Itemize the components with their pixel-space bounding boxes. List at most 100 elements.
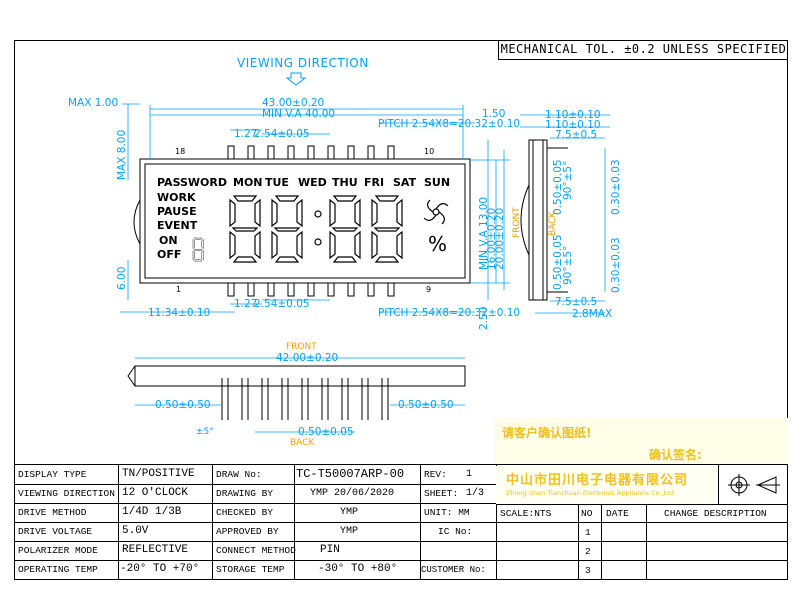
ic-no-label: IC No: bbox=[438, 526, 473, 537]
drive-voltage-label: DRIVE VOLTAGE bbox=[18, 526, 93, 537]
rev-value: 1 bbox=[466, 469, 473, 480]
checked-by-label: CHECKED BY bbox=[216, 507, 274, 518]
lcd-mon: MON bbox=[233, 176, 263, 189]
bottom-front-label: FRONT bbox=[286, 342, 317, 352]
dim-1134: 11.34±0.10 bbox=[148, 307, 211, 319]
no-header: NO bbox=[581, 508, 593, 519]
dim-side-030-b: 0.30±0.03 bbox=[610, 237, 622, 293]
draw-no-value: TC-T50007ARP-00 bbox=[296, 467, 405, 481]
drive-method-label: DRIVE METHOD bbox=[18, 507, 87, 518]
lcd-pause: PAUSE bbox=[157, 205, 197, 218]
display-type-value: TN/POSITIVE bbox=[122, 468, 195, 480]
dim-width-43: 43.00±0.20 bbox=[262, 97, 325, 109]
dim-bottom-050-right: 0.50±0.50 bbox=[398, 399, 454, 411]
operating-temp-value: -20° TO +70° bbox=[120, 563, 200, 575]
change-row-1: 1 bbox=[585, 527, 591, 538]
dim-side-75-a: 7.5±0.5 bbox=[555, 129, 598, 141]
dim-height-20: 20.00±0.20 bbox=[494, 207, 506, 270]
pin-9-label: 9 bbox=[426, 285, 432, 294]
connect-method-value: PIN bbox=[320, 544, 340, 556]
bottom-back-label: BACK bbox=[290, 438, 315, 448]
unit-label: UNIT: MM bbox=[424, 507, 470, 518]
checked-by-value: YMP bbox=[340, 507, 359, 518]
operating-temp-label: OPERATING TEMP bbox=[18, 564, 98, 575]
dim-max-8: MAX 8.00 bbox=[116, 129, 128, 180]
tolerance-note: MECHANICAL TOL. ±0.2 UNLESS SPECIFIED bbox=[498, 40, 788, 60]
dim-pitch-127-bottom: 1.27 bbox=[234, 298, 258, 310]
tb-top bbox=[14, 464, 788, 465]
dim-side-90-b: 90°±5° bbox=[562, 245, 574, 285]
dim-side-110-a: 1.10±0.10 bbox=[545, 109, 601, 121]
projection-symbol-icon bbox=[728, 474, 780, 496]
storage-temp-label: STORAGE TEMP bbox=[216, 564, 285, 575]
confirm-line1: 请客户确认图纸! bbox=[502, 426, 592, 440]
draw-no-label: DRAW No: bbox=[216, 469, 262, 480]
change-row-2: 2 bbox=[585, 546, 591, 557]
dim-min-va-40: MIN V.A 40.00 bbox=[262, 108, 336, 120]
connect-method-label: CONNECT METHOD bbox=[216, 545, 296, 556]
viewing-direction-value: 12 O'CLOCK bbox=[122, 487, 189, 499]
sheet-value: 1/3 bbox=[466, 488, 485, 499]
lcd-work: WORK bbox=[157, 191, 196, 204]
polarizer-value: REFLECTIVE bbox=[122, 544, 189, 556]
lcd-thu: THU bbox=[332, 176, 358, 189]
dim-side-110-b: 1.10±0.10 bbox=[545, 119, 601, 131]
lcd-sun: SUN bbox=[424, 176, 451, 189]
dim-6: 6.00 bbox=[116, 266, 128, 290]
company-name-cn: 中山市田川电子电器有限公司 bbox=[506, 473, 689, 488]
polarizer-label: POLARIZER MODE bbox=[18, 545, 98, 556]
approved-by-label: APPROVED BY bbox=[216, 526, 279, 537]
dim-150: 1.50 bbox=[482, 108, 506, 120]
drive-method-value: 1/4D 1/3B bbox=[122, 506, 182, 518]
drawing-by-label: DRAWING BY bbox=[216, 488, 274, 499]
lcd-sat: SAT bbox=[393, 176, 417, 189]
dim-pitch-top: PITCH 2.54X8=20.32±0.10 bbox=[378, 118, 521, 130]
lcd-wed: WED bbox=[298, 176, 327, 189]
viewing-direction-label: VIEWING DIRECTION bbox=[18, 488, 115, 499]
dim-max-1: MAX 1.00 bbox=[68, 97, 119, 109]
dim-bottom-42: 42.00±0.20 bbox=[276, 352, 339, 364]
lcd-on: ON bbox=[159, 234, 178, 247]
dim-bottom-050-left: 0.50±0.50 bbox=[155, 399, 211, 411]
dim-bottom-5deg: ±5° bbox=[196, 427, 214, 437]
confirm-line2: 确认签名: bbox=[649, 448, 702, 462]
change-description-header: CHANGE DESCRIPTION bbox=[664, 508, 767, 519]
pin-10-label: 10 bbox=[424, 147, 435, 156]
lcd-off: OFF bbox=[157, 248, 182, 261]
company-name-en: Zhong Shan Tianchuan Electronic Applianc… bbox=[506, 489, 676, 497]
change-row-3: 3 bbox=[585, 565, 591, 576]
dim-side-28: 2.8MAX bbox=[572, 308, 613, 320]
dim-pin-254-top: 2.54±0.05 bbox=[254, 128, 310, 140]
storage-temp-value: -30° TO +80° bbox=[318, 563, 398, 575]
approved-by-value: YMP bbox=[340, 526, 359, 537]
dim-pitch-bottom: PITCH 2.54X8=20.32±0.10 bbox=[378, 307, 521, 319]
dim-bottom-pin: 0.50±0.05 bbox=[298, 426, 354, 438]
dim-pitch-127-top: 1.27 bbox=[234, 128, 258, 140]
display-type-label: DISPLAY TYPE bbox=[18, 469, 87, 480]
scale-label: SCALE:NTS bbox=[500, 508, 552, 519]
lcd-tue: TUE bbox=[265, 176, 289, 189]
sheet-label: SHEET: bbox=[424, 488, 459, 499]
customer-no-label: CUSTOMER No: bbox=[421, 565, 486, 575]
dim-250: 2.50 bbox=[478, 306, 490, 330]
drive-voltage-value: 5.0V bbox=[122, 525, 149, 537]
dim-side-75-b: 7.5±0.5 bbox=[555, 296, 598, 308]
company-block: 中山市田川电子电器有限公司 Zhong Shan Tianchuan Elect… bbox=[496, 466, 718, 504]
customer-confirm-box bbox=[494, 418, 788, 464]
date-header: DATE bbox=[606, 508, 629, 519]
side-back-label: BACK bbox=[548, 211, 558, 236]
dim-pin-254-bottom: 2.54±0.05 bbox=[254, 298, 310, 310]
lcd-fri: FRI bbox=[364, 176, 385, 189]
viewing-direction-label: VIEWING DIRECTION bbox=[237, 56, 369, 70]
pin-18-label: 18 bbox=[175, 147, 186, 156]
lcd-percent: % bbox=[428, 232, 448, 256]
lcd-password: PASSWORD bbox=[157, 176, 228, 189]
rev-label: REV: bbox=[424, 469, 447, 480]
drawing-frame bbox=[14, 40, 788, 580]
drawing-by-value: YMP 20/06/2020 bbox=[310, 488, 395, 499]
dim-side-030-a: 0.30±0.03 bbox=[610, 159, 622, 215]
side-front-label: FRONT bbox=[512, 207, 522, 238]
pin-1-label: 1 bbox=[176, 285, 182, 294]
dim-side-050-a: 0.50±0.05 bbox=[552, 159, 564, 215]
